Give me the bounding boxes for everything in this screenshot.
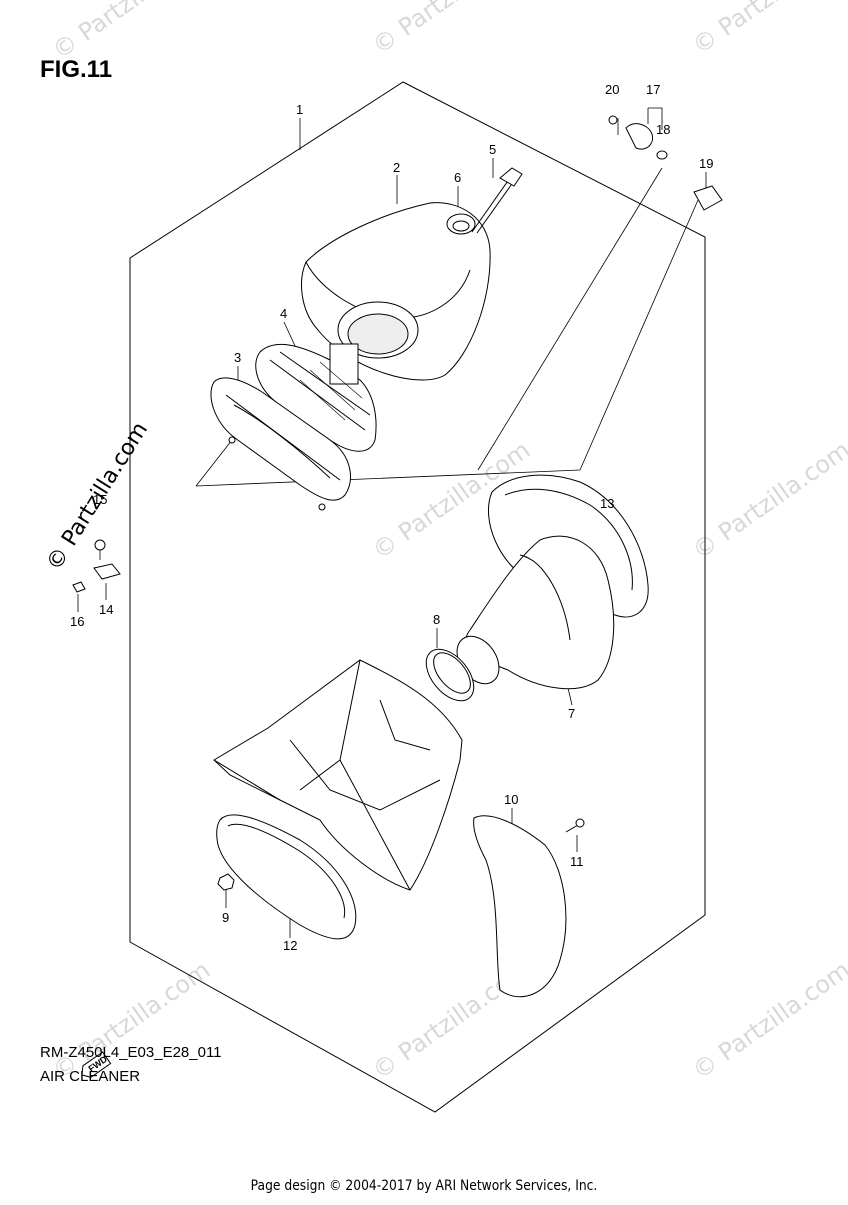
callout-12: 12 xyxy=(283,938,297,953)
page-footer: Page design © 2004-2017 by ARI Network S… xyxy=(250,1178,598,1194)
callout-4: 4 xyxy=(280,306,287,321)
part-hardware-right xyxy=(608,115,723,211)
part-filter-frame xyxy=(210,377,351,511)
fwd-direction-badge: FWD xyxy=(81,1051,112,1078)
callout-1: 1 xyxy=(296,102,303,117)
part-nut xyxy=(217,873,235,891)
figure-code: RM-Z450L4_E03_E28_011 xyxy=(40,1044,222,1061)
callout-15: 15 xyxy=(93,492,107,507)
part-clamp xyxy=(425,648,475,702)
part-air-box-housing xyxy=(213,659,463,891)
callout-9: 9 xyxy=(222,910,229,925)
callout-8: 8 xyxy=(433,612,440,627)
part-mud-guard xyxy=(473,815,567,998)
part-screw xyxy=(565,818,585,833)
part-intake-duct xyxy=(456,535,615,690)
watermark: © Partzilla.com xyxy=(687,436,848,565)
callout-numbers: 1 2 3 4 5 6 7 8 9 10 11 12 13 14 15 16 1… xyxy=(70,82,713,953)
part-hardware-left xyxy=(72,539,121,593)
part-bolt xyxy=(471,167,523,234)
callout-11: 11 xyxy=(570,854,584,869)
callout-16: 16 xyxy=(70,614,84,629)
assembly-outline xyxy=(129,81,706,1113)
part-gasket xyxy=(216,814,357,940)
watermark: © Partzilla.com xyxy=(687,956,848,1085)
watermark: © Partzilla.com xyxy=(367,0,535,60)
callout-2: 2 xyxy=(393,160,400,175)
callout-10: 10 xyxy=(504,792,518,807)
part-seal-ring xyxy=(446,213,476,235)
watermark-grid: © Partzilla.com © Partzilla.com © Partzi… xyxy=(47,0,848,1085)
callout-6: 6 xyxy=(454,170,461,185)
callout-5: 5 xyxy=(489,142,496,157)
watermark: © Partzilla.com xyxy=(687,0,848,60)
callout-18: 18 xyxy=(656,122,670,137)
figure-title: FIG.11 xyxy=(40,56,113,83)
figure-caption: AIR CLEANER xyxy=(40,1068,141,1085)
callout-13: 13 xyxy=(600,496,614,511)
callout-20: 20 xyxy=(605,82,619,97)
callout-17: 17 xyxy=(646,82,660,97)
callout-7: 7 xyxy=(568,706,575,721)
callout-19: 19 xyxy=(699,156,713,171)
callout-14: 14 xyxy=(99,602,113,617)
part-filter-cage xyxy=(255,343,377,452)
callout-3: 3 xyxy=(234,350,241,365)
